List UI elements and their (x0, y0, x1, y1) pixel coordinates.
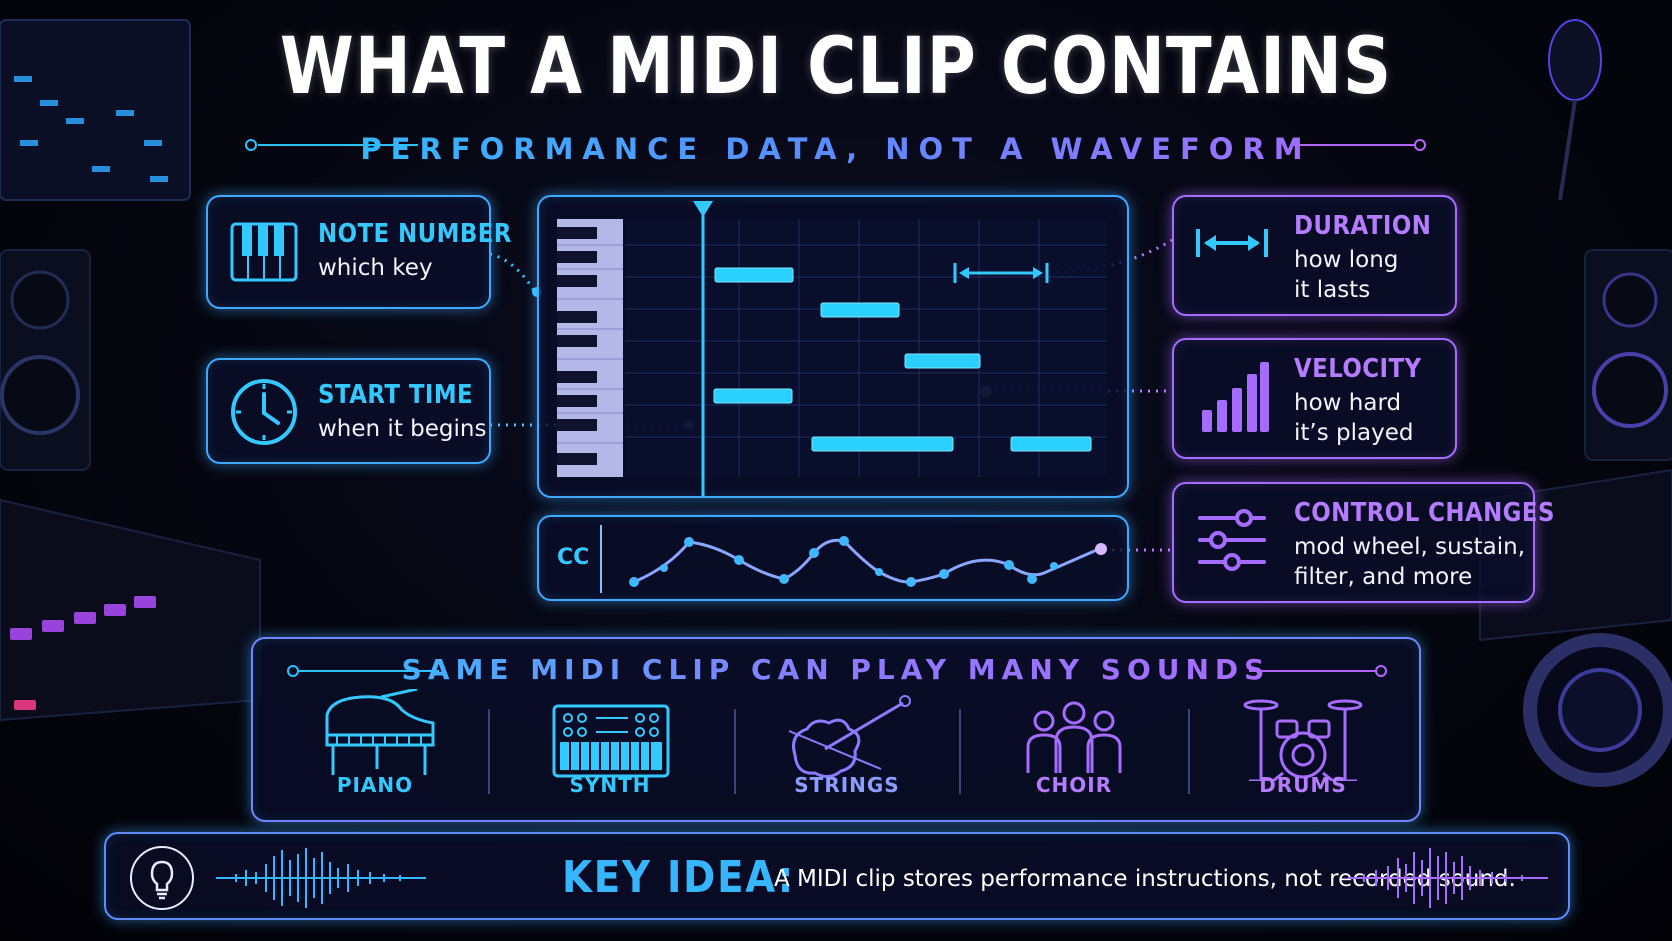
signal-bars-icon (1202, 362, 1269, 432)
page-subtitle: PERFORMANCE DATA, NOT A WAVEFORM (240, 132, 1432, 166)
instrument-label-strings: STRINGS (794, 773, 900, 797)
key-idea-banner: KEY IDEA: A MIDI clip stores performance… (104, 832, 1570, 920)
piano-roll-panel (537, 195, 1129, 498)
note-number-card: NOTE NUMBER which key (206, 195, 511, 309)
subtitle-row: PERFORMANCE DATA, NOT A WAVEFORM (240, 130, 1432, 170)
instrument-synth: SYNTH (510, 639, 710, 820)
start-time-heading: START TIME (318, 380, 474, 410)
control-changes-card: CONTROL CHANGES mod wheel, sustain, filt… (1172, 482, 1554, 603)
instrument-drums: DRUMS (1203, 639, 1403, 820)
page-title: WHAT A MIDI CLIP CONTAINS (279, 22, 1393, 112)
velocity-card: VELOCITY how hard it’s played (1172, 338, 1457, 459)
duration-card: DURATION how long it lasts (1172, 195, 1457, 316)
duration-heading: DURATION (1294, 211, 1432, 241)
control-changes-heading: CONTROL CHANGES (1294, 498, 1555, 528)
velocity-description: how hard it’s played (1294, 390, 1414, 446)
cc-lane-panel: CC (537, 515, 1129, 601)
cc-curve (600, 525, 1107, 593)
instrument-strings: STRINGS (747, 639, 947, 820)
start-time-description: when it begins (318, 416, 487, 442)
lightbulb-icon (130, 846, 194, 910)
double-arrow-icon (1196, 229, 1268, 257)
choir-icon (1026, 701, 1122, 773)
duration-description: how long it lasts (1294, 247, 1399, 303)
clock-icon (231, 379, 297, 445)
instrument-label-piano: PIANO (336, 773, 414, 797)
control-changes-description: mod wheel, sustain, filter, and more (1294, 534, 1526, 590)
violin-icon (788, 695, 911, 778)
sounds-heading: SAME MIDI CLIP CAN PLAY MANY SOUNDS (253, 653, 1419, 686)
sounds-heading-lines (287, 665, 1387, 677)
note-number-description: which key (318, 255, 433, 281)
piano-keys-icon (230, 222, 298, 282)
cc-lane-label: CC (557, 545, 590, 570)
instrument-label-synth: SYNTH (569, 773, 651, 797)
instrument-dividers (488, 709, 1190, 794)
instrument-label-drums: DRUMS (1259, 773, 1347, 797)
instrument-choir: CHOIR (974, 639, 1174, 820)
velocity-heading: VELOCITY (1294, 354, 1422, 384)
instrument-piano: PIANO (275, 639, 475, 820)
waveform-right (1348, 848, 1548, 908)
sounds-panel: SAME MIDI CLIP CAN PLAY MANY SOUNDS PIAN… (251, 637, 1421, 822)
waveform-left (216, 848, 426, 908)
drum-kit-icon (1243, 699, 1363, 781)
key-idea-label: KEY IDEA: (562, 852, 795, 903)
synthesizer-icon (552, 704, 670, 778)
start-time-card: START TIME when it begins (206, 358, 491, 464)
instrument-label-choir: CHOIR (1035, 773, 1113, 797)
piano-roll-grid (557, 201, 1107, 496)
grand-piano-icon (325, 689, 435, 775)
note-number-heading: NOTE NUMBER (318, 219, 512, 249)
sliders-icon (1198, 509, 1266, 571)
